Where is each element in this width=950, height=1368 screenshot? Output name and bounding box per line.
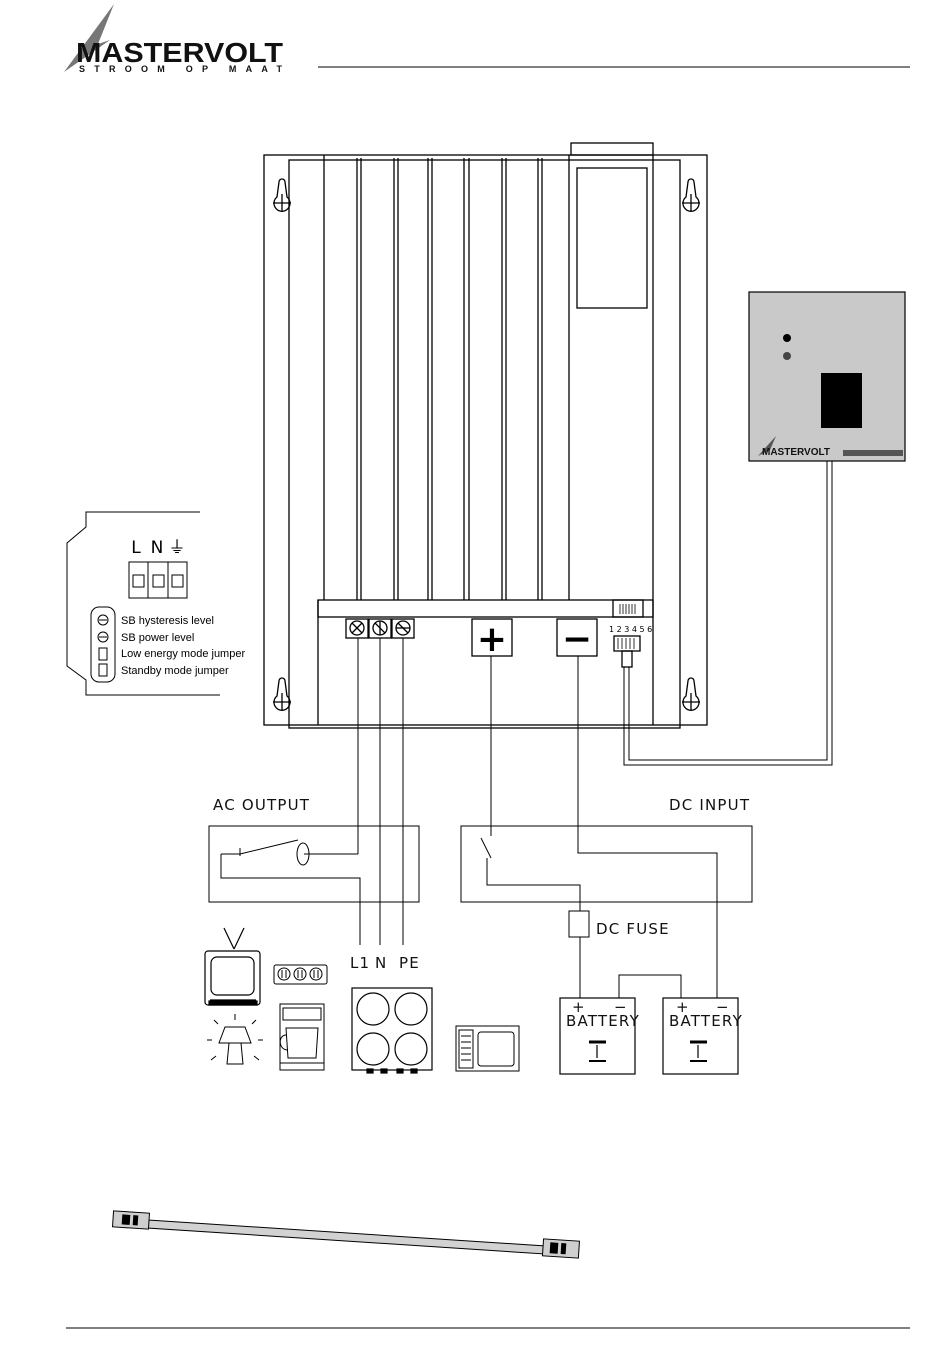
- setting-sb-hysteresis: SB hysteresis level: [121, 615, 214, 627]
- remote-switch: [821, 373, 862, 428]
- remote-brand-bar: [843, 450, 903, 456]
- ac-wiring: [209, 638, 419, 945]
- dc-wiring: [461, 656, 752, 998]
- dc-fuse: [569, 911, 589, 937]
- led-indicator-icon: [783, 334, 791, 342]
- led-indicator-icon: [783, 352, 791, 360]
- inset-terminal-l: L: [131, 538, 141, 558]
- mounting-hole-icon: [273, 678, 291, 711]
- jumper-icon: [99, 664, 107, 676]
- socket-icon: [274, 965, 327, 984]
- dc-minus-label: −: [562, 619, 592, 660]
- battery-2-label: BATTERY: [669, 1012, 743, 1030]
- ac-terminal-block: [346, 619, 414, 638]
- ac-wire-n: N: [375, 954, 387, 972]
- coffee-maker-icon: [280, 1004, 324, 1070]
- connector-pin-numbers: 1 2 3 4 5 6: [609, 625, 652, 634]
- dc-input-title: DC INPUT: [669, 796, 750, 814]
- ac-wire-pe: PE: [399, 954, 420, 972]
- remote-brand: MASTERVOLT: [762, 447, 830, 458]
- microwave-icon: [456, 1026, 519, 1071]
- dc-plus-label: +: [477, 619, 507, 660]
- ac-wire-l1: L1: [350, 954, 370, 972]
- remote-connector: [613, 600, 643, 617]
- mounting-hole-icon: [682, 179, 700, 212]
- mounting-hole-icon: [273, 179, 291, 212]
- header: MASTERVOLT STROOM OP MAAT: [64, 4, 910, 74]
- setting-standby-jumper: Standby mode jumper: [121, 665, 229, 677]
- inset-terminal-n: N: [151, 538, 164, 558]
- rj-cable-icon: [113, 1211, 580, 1258]
- setting-low-energy-jumper: Low energy mode jumper: [121, 648, 245, 660]
- lamp-icon: [207, 1014, 263, 1064]
- setting-sb-power: SB power level: [121, 632, 194, 644]
- mounting-hole-icon: [682, 678, 700, 711]
- battery-1-label: BATTERY: [566, 1012, 640, 1030]
- remote-panel: MASTERVOLT: [749, 292, 905, 461]
- ac-output-title: AC OUTPUT: [213, 796, 310, 814]
- jumper-icon: [99, 648, 107, 660]
- remote-cable: [624, 461, 832, 765]
- cooktop-icon: [352, 988, 432, 1073]
- dc-fuse-label: DC FUSE: [596, 920, 670, 938]
- tv-icon: [205, 928, 260, 1005]
- inset-terminal-earth: ⏚: [169, 538, 186, 558]
